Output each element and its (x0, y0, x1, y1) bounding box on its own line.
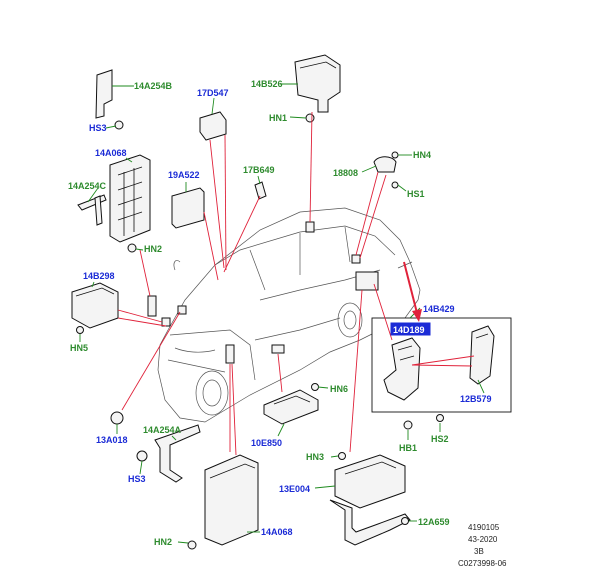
module-14A068-top (109, 154, 151, 243)
label-14B429[interactable]: 14B429 (423, 304, 455, 314)
label-10E850[interactable]: 10E850 (251, 438, 282, 448)
nut-HN6 (311, 383, 319, 391)
tray-13E004 (329, 454, 411, 546)
label-14B298[interactable]: 14B298 (83, 271, 115, 281)
footer-line-2: 43-2020 (468, 535, 498, 544)
red-arrow (403, 261, 422, 322)
footer-line-4: C0273998-06 (458, 559, 507, 568)
footer-line-3: 3B (474, 547, 484, 556)
label-14A068-top[interactable]: 14A068 (95, 148, 127, 158)
label-14B526[interactable]: 14B526 (251, 79, 283, 89)
label-14A254C[interactable]: 14A254C (68, 181, 107, 191)
nut-HN5 (76, 326, 84, 334)
bracket-14A254A (154, 424, 201, 483)
unit-14B526 (294, 54, 341, 113)
bracket-14A254B (95, 69, 124, 130)
label-HN5[interactable]: HN5 (70, 343, 88, 353)
bolt-HB1 (403, 420, 413, 430)
label-HB1[interactable]: HB1 (399, 443, 417, 453)
part-roof-module (305, 221, 315, 233)
label-HS3-top[interactable]: HS3 (89, 123, 107, 133)
vehicle-outline (157, 207, 421, 423)
label-12B579[interactable]: 12B579 (460, 394, 492, 404)
camera-17D547 (199, 111, 227, 141)
part-rear-sensor (351, 254, 361, 264)
nut-HN1 (305, 113, 315, 123)
part-17B649 (254, 181, 267, 200)
module-14A068-bottom (204, 454, 259, 546)
nut-12A659 (401, 517, 409, 525)
nut-HN3 (338, 452, 346, 460)
label-HN2-bottom[interactable]: HN2 (154, 537, 172, 547)
part-floor-clip (271, 344, 285, 354)
part-pillar-sensor (225, 344, 235, 364)
screw-HS3-bottom (136, 450, 148, 462)
label-HN2-left[interactable]: HN2 (144, 244, 162, 254)
sensor-18808 (373, 151, 399, 189)
label-14A068-bottom[interactable]: 14A068 (261, 527, 293, 537)
part-left-sensor (147, 295, 157, 317)
footer-line-1: 4190105 (468, 523, 500, 532)
label-HS3-bottom[interactable]: HS3 (128, 474, 146, 484)
module-14B429-mount (355, 271, 379, 291)
label-14D189[interactable]: 14D189 (393, 325, 425, 335)
highlight-14D189 (390, 322, 431, 336)
label-14A254B-top[interactable]: 14A254B (134, 81, 173, 91)
leader-lines (79, 83, 485, 544)
screw-HS2 (436, 414, 444, 422)
module-19A522 (171, 187, 205, 229)
part-left-clip (177, 305, 187, 315)
module-14B298 (71, 282, 119, 329)
label-17B649[interactable]: 17B649 (243, 165, 275, 175)
cover-12B579 (469, 325, 495, 385)
label-19A522[interactable]: 19A522 (168, 170, 200, 180)
label-18808[interactable]: 18808 (333, 168, 358, 178)
sensor-13A018 (110, 411, 124, 425)
label-14A254A[interactable]: 14A254A (143, 425, 182, 435)
label-HS2[interactable]: HS2 (431, 434, 449, 444)
label-HN3[interactable]: HN3 (306, 452, 324, 462)
nut-HN2-bottom (187, 540, 197, 550)
label-13A018[interactable]: 13A018 (96, 435, 128, 445)
vehicle-position-lines (117, 111, 475, 456)
label-12A659[interactable]: 12A659 (418, 517, 450, 527)
part-left-small (161, 317, 171, 327)
bracket-14D189 (383, 337, 421, 401)
label-HN4[interactable]: HN4 (413, 150, 431, 160)
label-HN1[interactable]: HN1 (269, 113, 287, 123)
label-HS1[interactable]: HS1 (407, 189, 425, 199)
module-10E850 (263, 389, 319, 425)
label-17D547[interactable]: 17D547 (197, 88, 229, 98)
bracket-14A254C (77, 194, 107, 226)
label-13E004[interactable]: 13E004 (279, 484, 310, 494)
label-HN6[interactable]: HN6 (330, 384, 348, 394)
nut-HN2-left (127, 243, 137, 253)
